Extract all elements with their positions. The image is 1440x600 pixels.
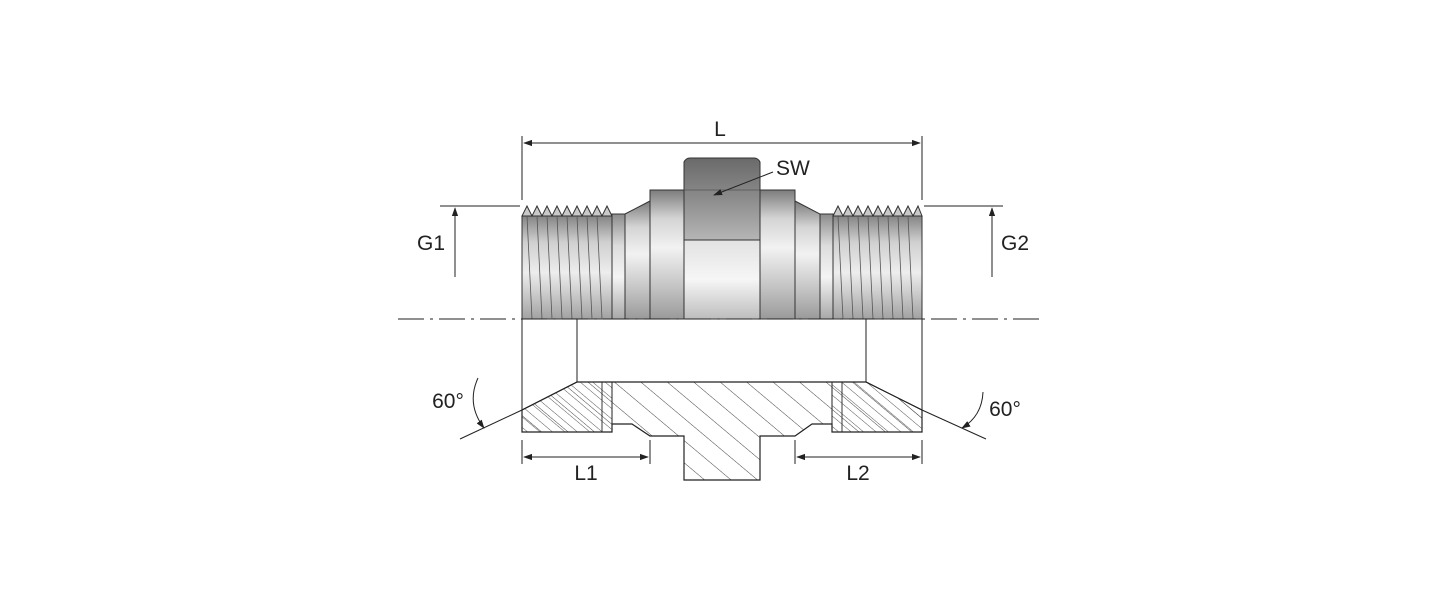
label-L: L <box>714 118 726 141</box>
hex-top-face <box>683 157 761 241</box>
label-G1: G1 <box>417 232 445 255</box>
exterior-view <box>521 157 923 320</box>
section-view <box>521 319 923 481</box>
right-undercut <box>819 213 834 320</box>
label-G2: G2 <box>1001 232 1029 255</box>
label-angle-right: 60° <box>989 398 1021 421</box>
label-SW: SW <box>776 157 810 180</box>
dimension-L2 <box>794 440 923 464</box>
angle-left <box>459 377 523 440</box>
left-undercut <box>611 213 626 320</box>
right-chamfer <box>794 200 821 320</box>
right-collar <box>759 189 796 320</box>
left-collar <box>649 189 685 320</box>
dimension-G1 <box>440 205 520 277</box>
left-thread-body <box>521 215 613 320</box>
dimension-G2 <box>924 205 1003 277</box>
left-thread-crests <box>521 204 613 218</box>
dimension-L1 <box>521 440 651 464</box>
hex-bottom-face <box>683 239 761 320</box>
leader-SW <box>713 171 774 196</box>
dimension-L <box>521 136 923 200</box>
right-thread-crests <box>832 204 923 218</box>
left-chamfer <box>624 200 651 320</box>
label-L2: L2 <box>846 462 869 485</box>
angle-right <box>921 391 987 440</box>
label-angle-left: 60° <box>432 390 464 413</box>
right-thread-body <box>832 215 923 320</box>
label-L1: L1 <box>574 462 597 485</box>
